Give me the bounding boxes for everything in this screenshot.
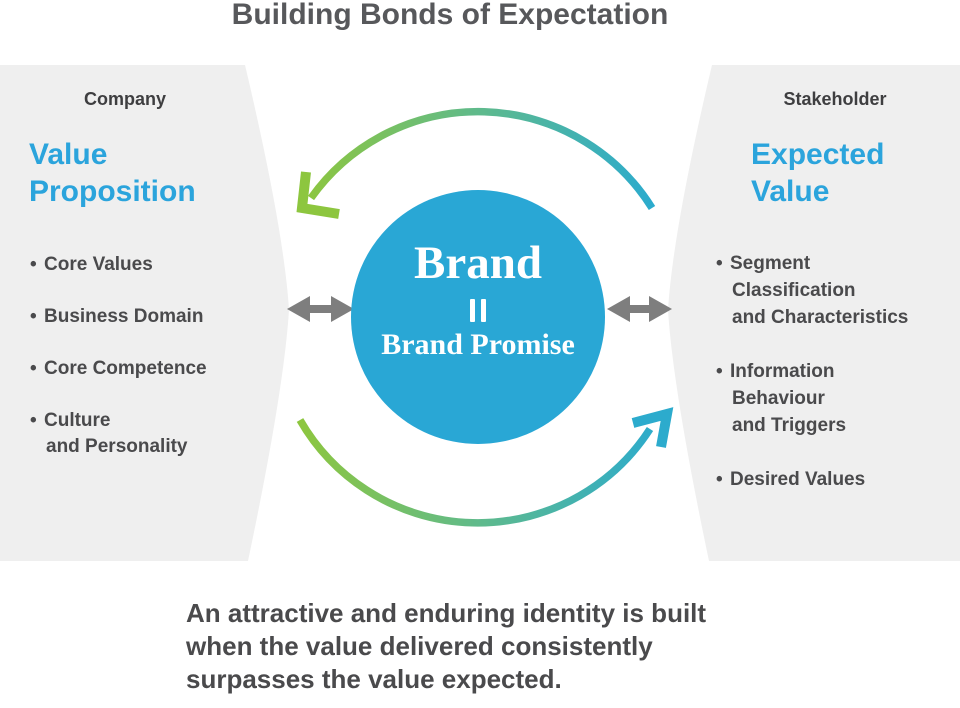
list-item-text: •Culture [30,408,207,434]
heading-line: Expected [751,138,885,171]
bullet-icon: • [716,469,723,490]
brand-circle [351,190,605,444]
cycle-arrowhead-bottom-icon [631,407,674,448]
stakeholder-label: Stakeholder [783,89,887,109]
right-double-arrow-icon [607,296,672,322]
page-title: Building Bonds of Expectation [231,0,669,31]
summary-line: surpasses the value expected. [186,664,562,694]
list-item: •Information Behaviour and Triggers [716,358,908,439]
heading-line: Value [751,175,830,208]
brand-title: Brand [414,237,542,289]
list-item-text: Classification [732,280,856,301]
stakeholder-attributes-list: •Segment Classification and Characterist… [716,250,908,520]
expected-value-heading: Expected Value [751,136,884,210]
bullet-icon: • [716,253,723,274]
list-item: •Segment Classification and Characterist… [716,250,908,331]
company-label: Company [83,89,166,109]
bullet-icon: • [30,254,37,275]
list-item-text: and Personality [46,436,188,457]
brand-promise-title: Brand Promise [381,328,575,361]
list-item-text: Desired Values [730,469,866,490]
bullet-icon: • [30,358,37,379]
list-item: • Business Domain [30,304,207,330]
list-item: •Culture and Personality [30,408,207,460]
brand-circle-content: Brand Brand Promise [348,237,608,361]
value-proposition-heading: Value Proposition [29,136,196,210]
list-item-text: Core Competence [44,358,207,379]
left-double-arrow-icon [287,296,354,322]
list-item: • Core Competence [30,356,207,382]
cycle-arrowhead-top-icon [296,171,340,219]
stakeholder-panel-shape [668,65,960,561]
cycle-arc-top [307,107,656,210]
bullet-icon: • [30,306,37,327]
heading-line: Proposition [29,175,196,208]
company-panel-shape [0,65,289,561]
list-item-text: and Triggers [732,415,847,436]
company-attributes-list: • Core Values • Business Domain • Core Comp… [30,252,207,486]
list-item-text: and Characteristics [732,307,909,328]
heading-line: Value [29,138,108,171]
cycle-arc-bottom [296,418,654,527]
summary-line: when the value delivered consistently [186,631,653,661]
list-item-text: •Segment [716,250,908,277]
equals-icon [348,299,608,322]
list-item-text: Core Values [44,254,153,275]
list-item-text: •Information [716,358,908,385]
list-item: • Core Values [30,252,207,278]
summary-text: An attractive and enduring identity is b… [186,597,706,696]
summary-line: An attractive and enduring identity is b… [186,598,707,628]
bullet-icon: • [30,410,37,431]
list-item-text: Business Domain [44,306,204,327]
list-item: • Desired Values [716,466,908,493]
bullet-icon: • [716,361,723,382]
list-item-text: Behaviour [732,388,825,409]
